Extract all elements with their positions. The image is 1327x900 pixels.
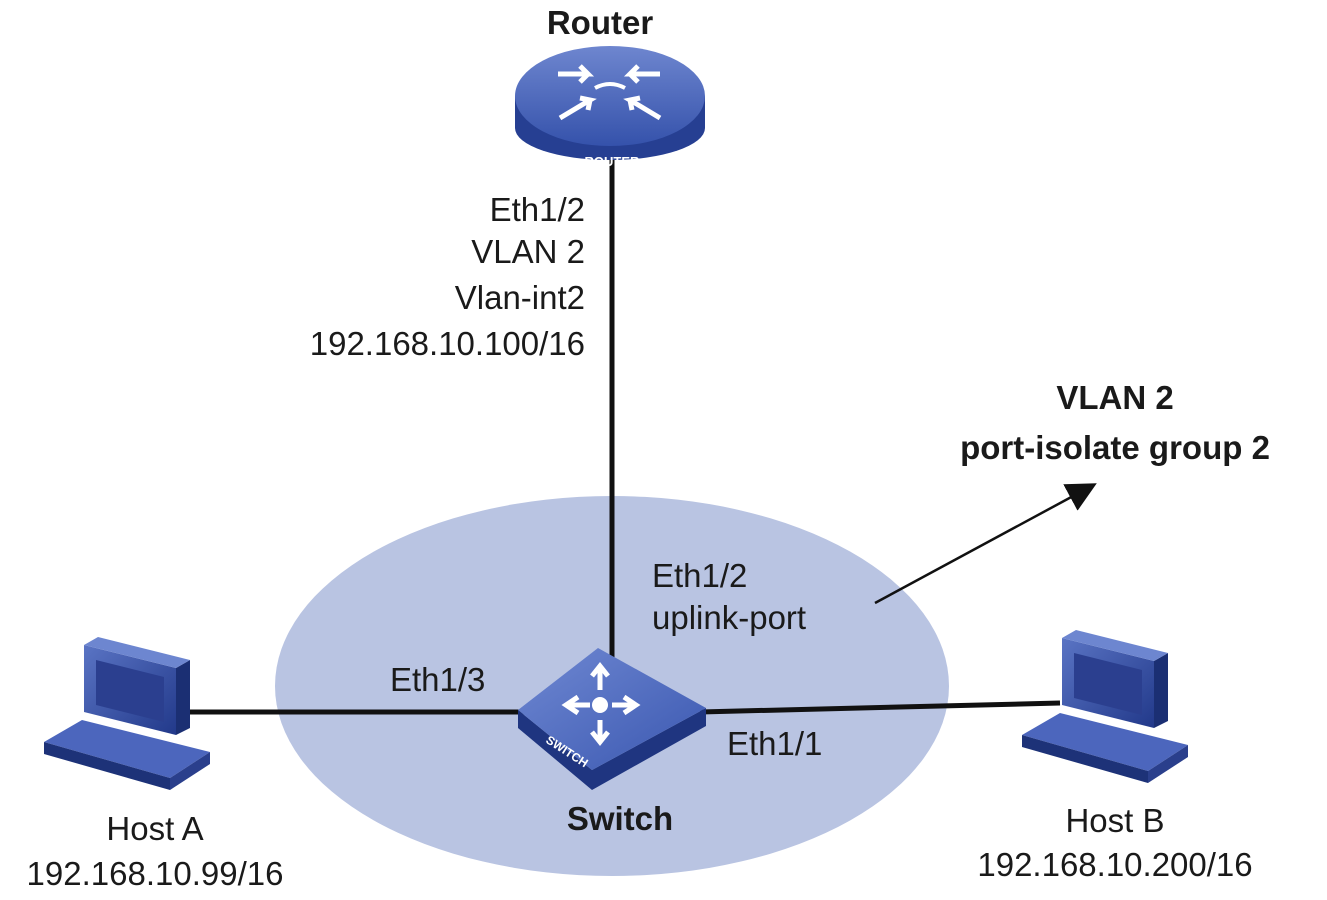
router-title: Router bbox=[546, 4, 654, 41]
computer-icon[interactable] bbox=[1022, 630, 1188, 783]
switch-port-host-a: Eth1/3 bbox=[390, 661, 486, 698]
host-a-name: Host A bbox=[106, 810, 204, 847]
host-b-ip: 192.168.10.200/16 bbox=[977, 846, 1253, 883]
router-vlan-interface: Vlan-int2 bbox=[454, 279, 585, 316]
hostb-switch-link bbox=[699, 700, 1061, 715]
arrow-icon bbox=[874, 483, 1097, 605]
router-port-vlan: VLAN 2 bbox=[471, 233, 585, 270]
computer-icon[interactable] bbox=[44, 637, 210, 790]
switch-uplink-port-name: Eth1/2 bbox=[652, 557, 748, 594]
router-ip-address: 192.168.10.100/16 bbox=[309, 325, 585, 362]
switch-port-host-b: Eth1/1 bbox=[727, 725, 823, 762]
host-b-name: Host B bbox=[1065, 802, 1165, 839]
switch-icon[interactable]: SWITCH bbox=[518, 648, 706, 790]
router-badge: ROUTER bbox=[585, 154, 641, 169]
router-port-name: Eth1/2 bbox=[489, 191, 585, 228]
switch-uplink-role: uplink-port bbox=[652, 599, 807, 636]
host-a-ip: 192.168.10.99/16 bbox=[26, 855, 284, 892]
switch-title: Switch bbox=[566, 800, 674, 837]
group-vlan-label: VLAN 2 bbox=[1056, 379, 1174, 416]
router-icon[interactable]: ROUTER bbox=[515, 46, 705, 169]
port-isolate-group-label: port-isolate group 2 bbox=[960, 429, 1270, 466]
